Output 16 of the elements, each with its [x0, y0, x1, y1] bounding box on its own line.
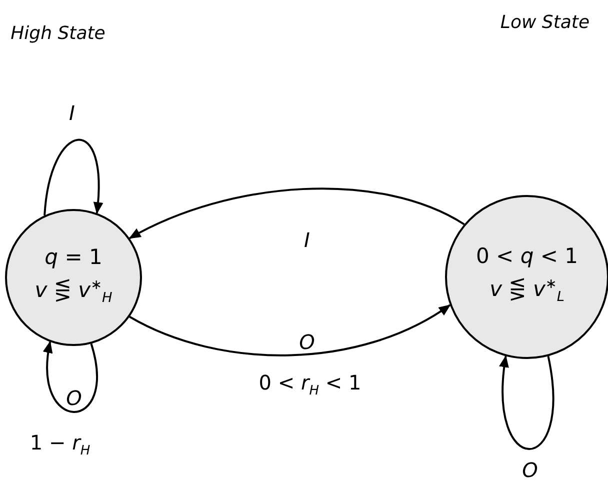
state-title: Low State: [500, 13, 590, 33]
edge-label: I: [69, 102, 75, 124]
probability-label: 1 − r$_{H}$: [30, 431, 90, 459]
probability-label: 0 < r$_{H}$ < 1: [258, 371, 362, 399]
state-title: High State: [10, 24, 106, 44]
transition-arrow: [44, 340, 98, 413]
state-label: 0 < q < 1: [476, 243, 578, 270]
transition-arrow: [129, 304, 451, 356]
transition-arrow: [128, 188, 465, 240]
transition-arrow: [44, 138, 103, 216]
state-label: q = 1: [44, 244, 102, 271]
edge-label: O: [299, 331, 315, 353]
edge-label: O: [522, 459, 538, 481]
edge-label: I: [304, 229, 310, 251]
transition-arrow: [500, 355, 554, 450]
edge-label: O: [66, 387, 82, 409]
